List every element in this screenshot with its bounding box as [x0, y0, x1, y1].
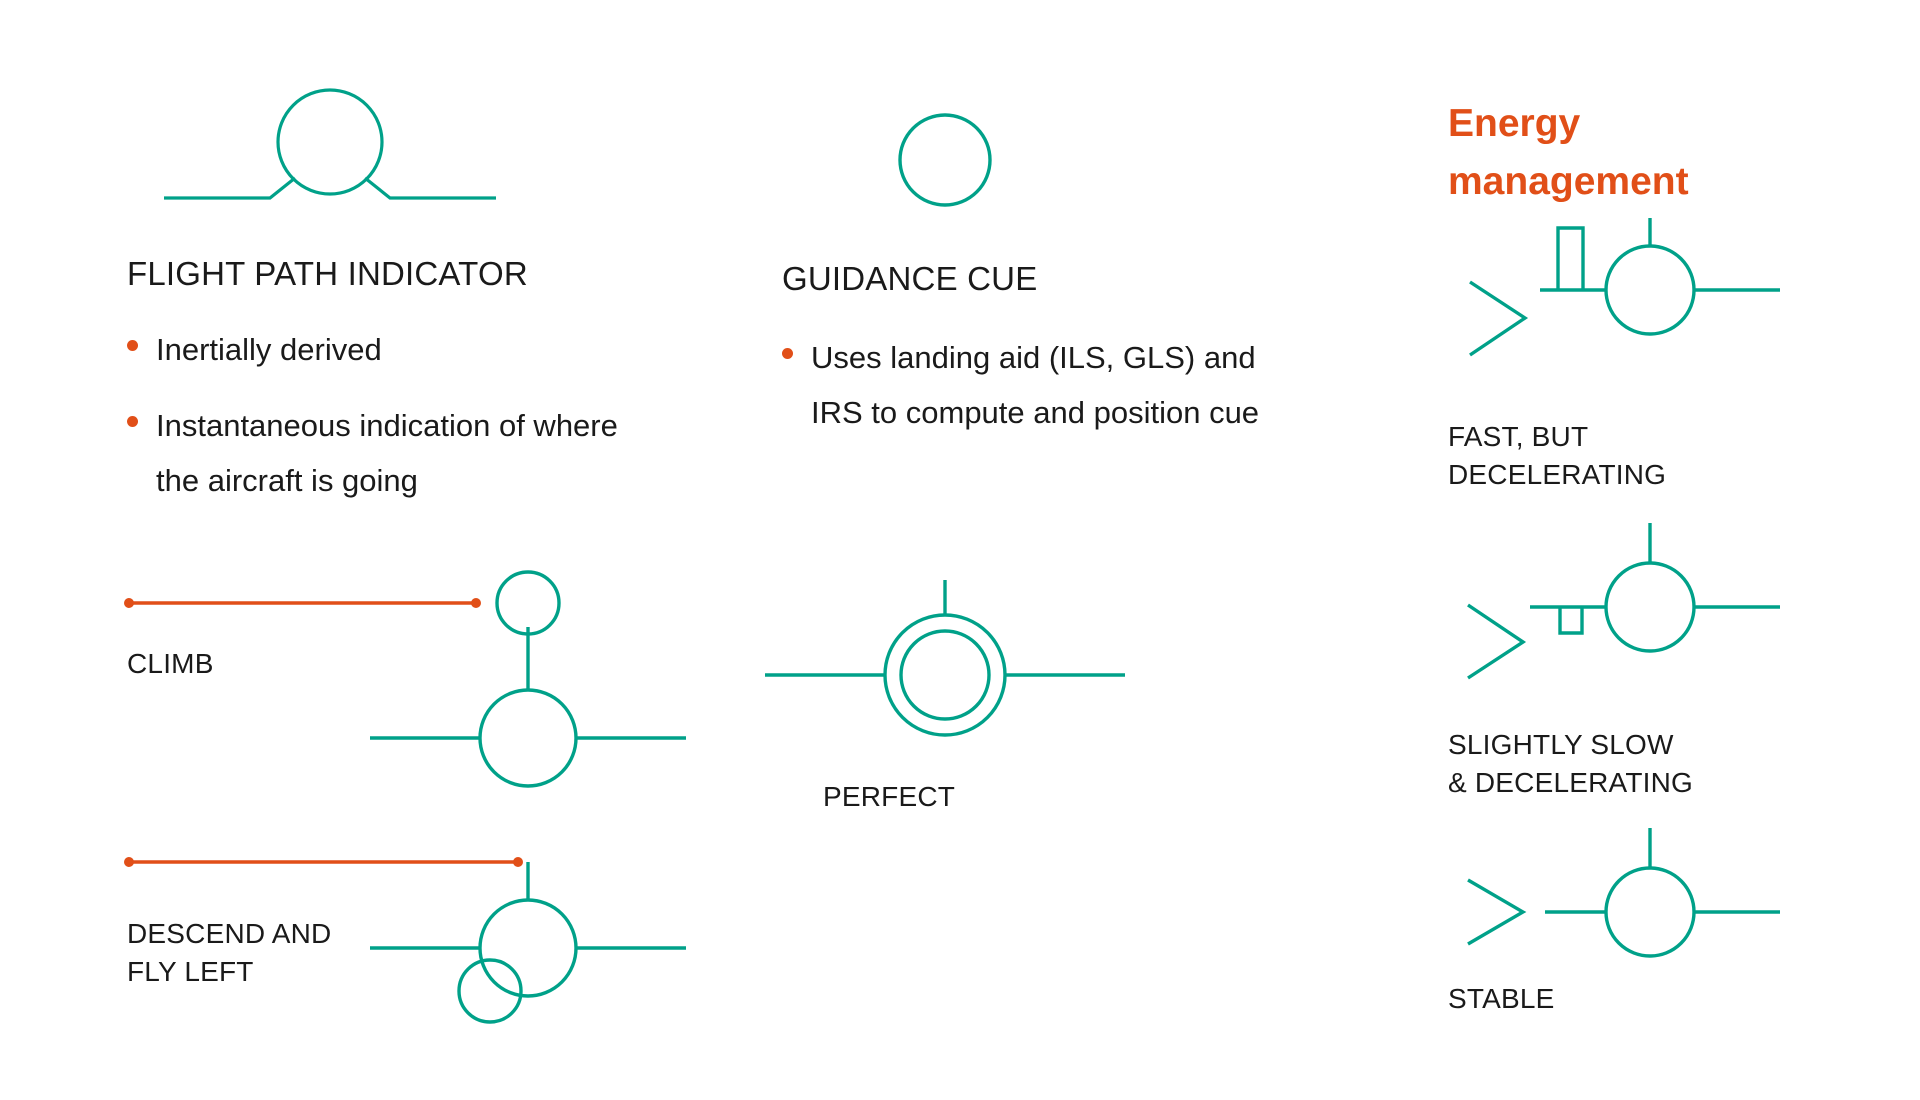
section-title-energy-management: Energy management — [1448, 102, 1689, 203]
page-title-guidance-cue: GUIDANCE CUE — [782, 260, 1038, 297]
bullet-dot-icon — [782, 348, 793, 359]
list-item: Inertially derived — [127, 322, 647, 377]
symbol-label-fast-but-decelerating: FAST, BUT DECELERATING — [1448, 421, 1667, 490]
symbol-label-stable: STABLE — [1448, 983, 1555, 1014]
symbol-label-slightly-slow-and-decelerating: SLIGHTLY SLOW & DECELERATING — [1448, 729, 1693, 798]
bullet-dot-icon — [127, 340, 138, 351]
page-title-flight-path-indicator: FLIGHT PATH INDICATOR — [127, 255, 528, 292]
energy-fast-decelerating — [1455, 218, 1800, 400]
energy-stable — [1455, 828, 1800, 1000]
bullet-text: Uses landing aid (ILS, GLS) and IRS to c… — [811, 340, 1260, 430]
symbol-label-descend-and-fly-left: DESCEND AND FLY LEFT — [127, 918, 332, 987]
bullet-text: Inertially derived — [156, 332, 382, 367]
bullet-text: Instantaneous indication of where the ai… — [156, 408, 618, 498]
flight-path-indicator-symbol — [150, 85, 510, 220]
symbol-label-perfect: PERFECT — [823, 781, 956, 812]
flight-path-vector-climb — [120, 565, 686, 795]
guidance-cue-circle — [885, 100, 1005, 220]
energy-slightly-slow-decelerating — [1455, 523, 1800, 715]
bullet-dot-icon — [127, 416, 138, 427]
symbol-label-climb: CLIMB — [127, 648, 214, 679]
list-item: Instantaneous indication of where the ai… — [127, 398, 667, 508]
list-item: Uses landing aid (ILS, GLS) and IRS to c… — [782, 330, 1312, 440]
flight-path-vector-descend-left — [120, 855, 686, 1055]
guidance-cue-perfect — [755, 580, 1135, 770]
